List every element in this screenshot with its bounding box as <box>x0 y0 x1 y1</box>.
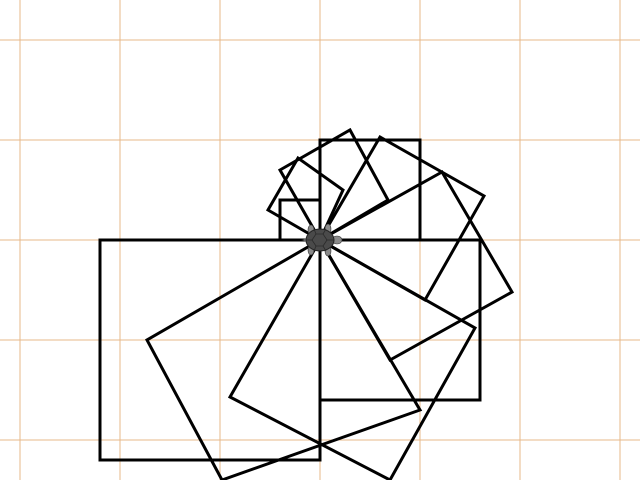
square-shape-6 <box>317 134 487 303</box>
square-shape-4 <box>318 238 482 402</box>
drawn-squares <box>98 127 515 480</box>
turtle-icon <box>301 223 343 257</box>
turtle-shell-pattern <box>306 228 334 252</box>
square-shape-9 <box>278 198 322 242</box>
square-shape-10 <box>265 155 345 243</box>
square-shape-2 <box>144 237 423 480</box>
square-shape-5 <box>317 169 515 363</box>
square-shape-8 <box>277 127 391 243</box>
